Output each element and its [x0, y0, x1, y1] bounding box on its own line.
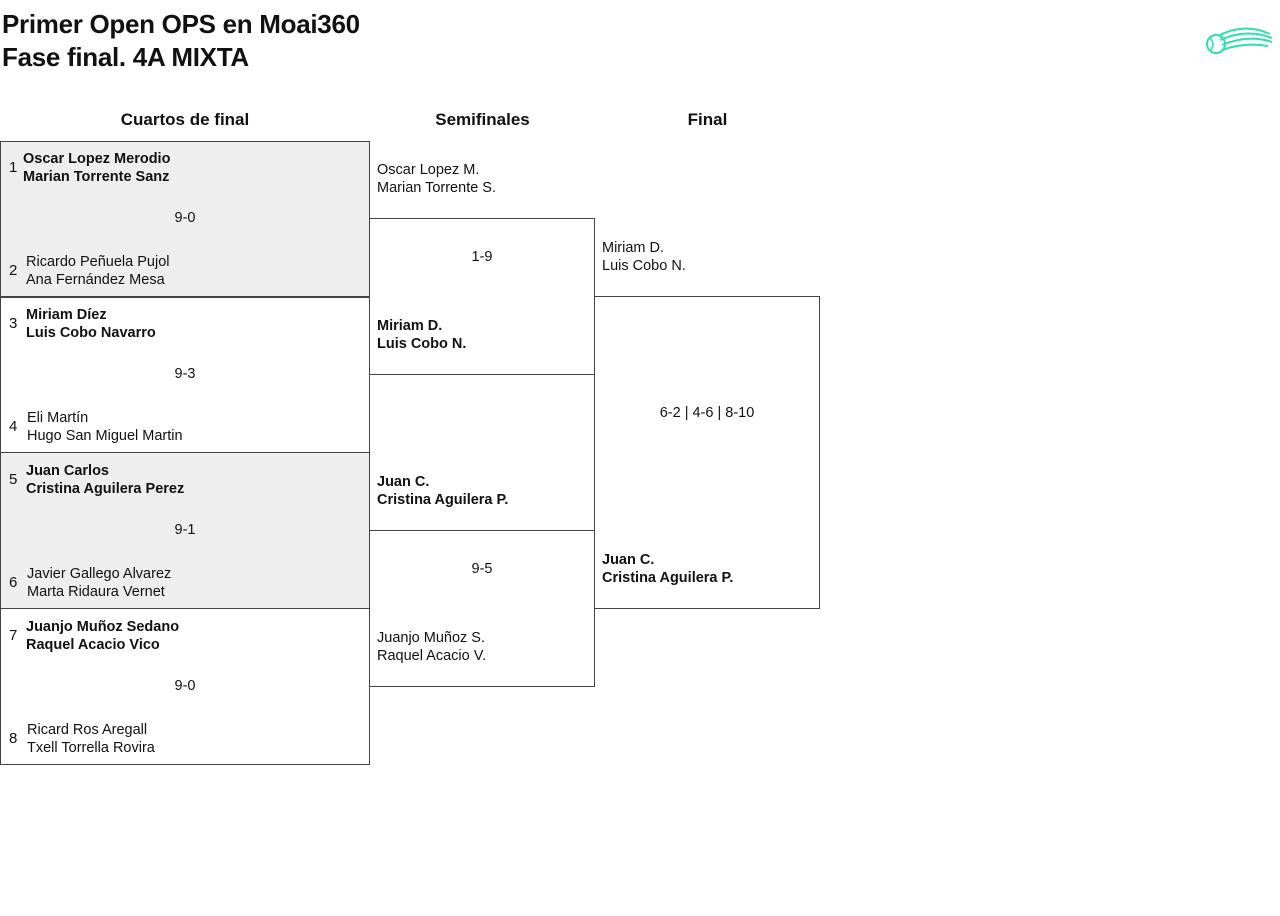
quarterfinal-match-3: 5 Juan Carlos Cristina Aguilera Perez 9-… [0, 452, 370, 609]
quarterfinal-match-1: 1 Oscar Lopez Merodio Marian Torrente Sa… [0, 141, 370, 298]
quarterfinal-match-4: 7 Juanjo Muñoz Sedano Raquel Acacio Vico… [0, 608, 370, 765]
seed-number: 5 [9, 471, 18, 488]
match-score: 6-2 | 4-6 | 8-10 [659, 405, 755, 421]
player-name: Eli Martín [27, 410, 89, 426]
team-names: Miriam Díez Luis Cobo Navarro [26, 306, 156, 342]
team-names: Oscar Lopez Merodio Marian Torrente Sanz [23, 150, 170, 186]
team-names: Juan C. Cristina Aguilera P. [602, 551, 733, 587]
player-name: Juanjo Muñoz S. [377, 630, 486, 646]
team-names: Juanjo Muñoz S. Raquel Acacio V. [377, 629, 486, 665]
match-score: 1-9 [471, 249, 493, 265]
semifinal-match-1: 1-9 Miriam D. Luis Cobo N. [369, 218, 595, 375]
player-name: Miriam Díez [26, 307, 107, 323]
round-header-quarterfinals: Cuartos de final [120, 110, 250, 129]
player-name: Marta Ridaura Vernet [27, 584, 165, 600]
round-header-semifinals: Semifinales [435, 110, 530, 129]
final-top-team: Miriam D. Luis Cobo N. [602, 239, 686, 275]
seed-number: 6 [9, 574, 18, 591]
semifinal-match-2: 9-5 Juanjo Muñoz S. Raquel Acacio V. [369, 530, 595, 687]
team-names: Ricard Ros Aregall Txell Torrella Rovira [27, 721, 155, 757]
player-name: Juan Carlos [26, 463, 109, 479]
team-names: Ricardo Peñuela Pujol Ana Fernández Mesa [26, 253, 169, 289]
player-name: Luis Cobo Navarro [26, 325, 156, 341]
player-name: Juan C. [602, 552, 655, 568]
player-name: Marian Torrente Sanz [23, 169, 170, 185]
match-score: 9-3 [174, 366, 196, 382]
player-name: Ricardo Peñuela Pujol [26, 254, 170, 270]
semifinal-1-top-team: Oscar Lopez M. Marian Torrente S. [377, 161, 496, 197]
player-name: Cristina Aguilera P. [602, 570, 734, 586]
player-name: Raquel Acacio V. [377, 648, 487, 664]
player-name: Luis Cobo N. [602, 258, 686, 274]
player-name: Oscar Lopez M. [377, 162, 480, 178]
player-name: Txell Torrella Rovira [27, 740, 155, 756]
match-score: 9-0 [174, 210, 196, 226]
player-name: Ricard Ros Aregall [27, 722, 148, 738]
player-name: Hugo San Miguel Martin [27, 428, 183, 444]
seed-number: 1 [9, 159, 18, 176]
semifinal-2-top-team: Juan C. Cristina Aguilera P. [377, 473, 508, 509]
player-name: Miriam D. [377, 318, 443, 334]
seed-number: 4 [9, 418, 18, 435]
quarterfinal-match-2: 3 Miriam Díez Luis Cobo Navarro 9-3 4 El… [0, 296, 370, 453]
team-names: Eli Martín Hugo San Miguel Martin [27, 409, 183, 445]
match-score: 9-5 [471, 561, 493, 577]
player-name: Ana Fernández Mesa [26, 272, 165, 288]
player-name: Cristina Aguilera Perez [26, 481, 185, 497]
seed-number: 7 [9, 627, 18, 644]
player-name: Javier Gallego Alvarez [27, 566, 172, 582]
team-names: Javier Gallego Alvarez Marta Ridaura Ver… [27, 565, 171, 601]
player-name: Oscar Lopez Merodio [23, 151, 171, 167]
final-match: 6-2 | 4-6 | 8-10 Juan C. Cristina Aguile… [594, 296, 820, 609]
player-name: Luis Cobo N. [377, 336, 467, 352]
player-name: Juanjo Muñoz Sedano [26, 619, 180, 635]
seed-number: 2 [9, 262, 18, 279]
player-name: Cristina Aguilera P. [377, 492, 509, 508]
team-names: Juan Carlos Cristina Aguilera Perez [26, 462, 184, 498]
round-header-final: Final [687, 110, 728, 129]
tennis-ball-logo-icon [1206, 27, 1273, 54]
player-name: Juan C. [377, 474, 430, 490]
player-name: Miriam D. [602, 240, 665, 256]
team-names: Juanjo Muñoz Sedano Raquel Acacio Vico [26, 618, 179, 654]
player-name: Raquel Acacio Vico [26, 637, 160, 653]
team-names: Miriam D. Luis Cobo N. [377, 317, 466, 353]
page-subtitle: Fase final. 4A MIXTA [2, 42, 249, 72]
seed-number: 8 [9, 730, 18, 747]
match-score: 9-1 [174, 522, 196, 538]
player-name: Marian Torrente S. [377, 180, 497, 196]
match-score: 9-0 [174, 678, 196, 694]
page-title: Primer Open OPS en Moai360 [2, 9, 360, 39]
seed-number: 3 [9, 315, 18, 332]
